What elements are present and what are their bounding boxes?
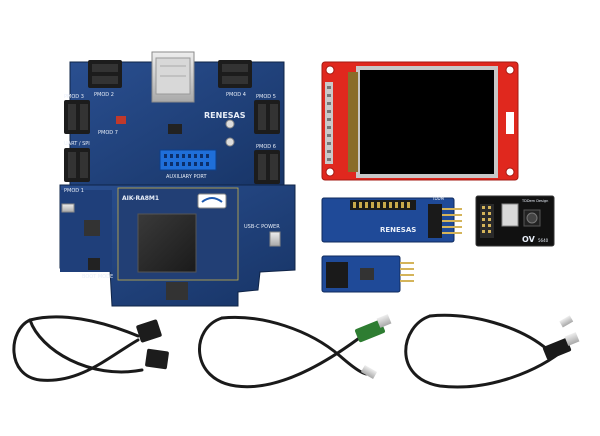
camera-module: OV 5640 TDDem Design — [475, 195, 555, 247]
rj45-connector — [136, 319, 169, 370]
pmod-header-4 — [218, 60, 252, 88]
lcd-display-module — [321, 61, 519, 181]
usbc-power-label: USB-C POWER — [244, 224, 280, 230]
small-pmod-board — [321, 255, 414, 293]
pmod-header-5 — [254, 100, 280, 134]
small-ic — [168, 124, 182, 134]
mcu-module — [117, 187, 239, 300]
pmod6-label: PMOD 6 — [256, 144, 276, 150]
uart-spi-label: UART / SPI — [64, 141, 90, 147]
pmod5-label: PMOD 5 — [256, 94, 276, 100]
camera-label: TDDem Design — [521, 199, 548, 203]
pmod-header-2 — [88, 60, 122, 88]
board-model-label: AIK-RA8M1 — [122, 195, 159, 202]
ethernet-cable — [12, 315, 144, 382]
pmod2-label: PMOD 2 — [94, 92, 114, 98]
main-board: PMOD 2 PMOD 4 PMOD 3 PMOD 5 PMOD 6 PMOD … — [59, 51, 296, 307]
auxiliary-port-label: AUXILIARY PORT — [166, 174, 208, 180]
push-button — [225, 119, 235, 129]
pmod-header-3 — [64, 100, 90, 134]
adapter-brand-logo: RENESAS — [380, 226, 416, 234]
boot-mode-jumper — [88, 258, 100, 270]
pmod-header-1 — [64, 148, 90, 182]
camera-model: 5640 — [538, 238, 549, 243]
pmod-header-6 — [254, 150, 280, 184]
board-brand-logo: RENESAS — [204, 111, 246, 120]
micro-usb-port — [61, 203, 75, 213]
usb-a-plug-2 — [542, 332, 580, 360]
usb-cable-2 — [404, 313, 568, 389]
usbc-plug-2 — [559, 315, 574, 328]
small-ic — [84, 220, 100, 236]
adapter-board: RENESAS TDDM — [321, 196, 462, 243]
usb-cable — [198, 315, 372, 389]
ethernet-jack — [151, 51, 195, 103]
pmod7-label: PMOD 7 — [98, 130, 118, 136]
boot-mode-label: BOOT MODE — [82, 274, 113, 280]
pmod1-label: PMOD 1 — [64, 188, 84, 194]
adapter-top-label: TDDM — [431, 196, 445, 201]
pmod3-label: PMOD 3 — [64, 94, 84, 100]
push-button — [225, 137, 235, 147]
pmod4-label: PMOD 4 — [226, 92, 246, 98]
reset-button — [116, 116, 126, 124]
small-ic — [166, 282, 188, 300]
usbc-plug — [360, 365, 378, 379]
usbc-port — [269, 231, 281, 247]
lcd-screen — [360, 70, 494, 174]
usb-a-plug — [355, 314, 392, 343]
auxiliary-port-header — [159, 149, 217, 171]
camera-brand: OV — [522, 235, 536, 244]
